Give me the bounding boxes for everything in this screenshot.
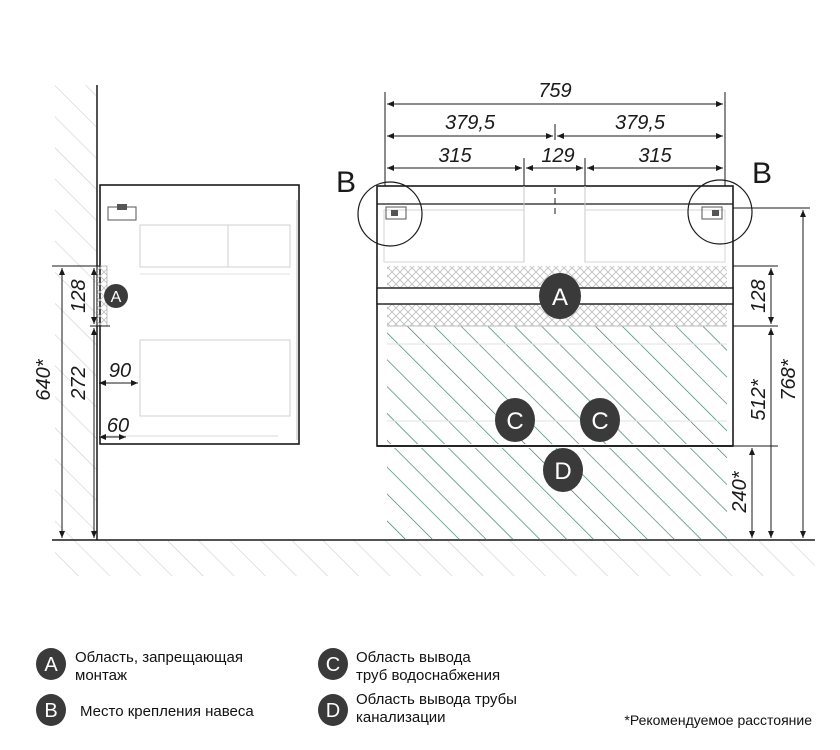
svg-text:D: D <box>326 700 340 722</box>
recommended-distance-note: *Рекомендуемое расстояние <box>624 712 812 728</box>
dim-side-128: 128 <box>68 279 90 312</box>
dim-272: 272 <box>68 366 90 400</box>
dim-768: 768* <box>778 358 800 400</box>
dim-90: 90 <box>109 360 131 382</box>
marker-b-left: B <box>336 166 356 199</box>
svg-text:A: A <box>552 284 568 311</box>
svg-text:C: C <box>591 408 608 435</box>
zone-marker-d: D <box>543 448 583 492</box>
legend-c-line1: Область вывода <box>356 649 471 666</box>
legend-item-b: B Место крепления навеса <box>36 694 254 726</box>
legend-item-c: C Область вывода труб водоснабжения <box>318 648 500 684</box>
svg-text:C: C <box>506 408 523 435</box>
top-dimensions: 759 379,5 379,5 315 129 315 <box>384 80 726 186</box>
side-dimensions: 640* 128 272 90 60 <box>33 265 138 538</box>
dim-379-left: 379,5 <box>445 112 496 134</box>
marker-b-right: B <box>752 157 772 190</box>
svg-text:B: B <box>44 700 57 722</box>
svg-text:D: D <box>554 458 571 485</box>
legend-item-d: D Область вывода трубы канализации <box>318 691 517 726</box>
svg-text:C: C <box>326 654 340 676</box>
legend-item-a: A Область, запрещающая монтаж <box>36 648 243 684</box>
side-marker-a: A <box>104 284 128 308</box>
svg-text:A: A <box>111 289 122 306</box>
right-dimensions: 128 512* 768* 240* <box>727 207 810 538</box>
dim-front-128: 128 <box>748 279 770 312</box>
dim-240: 240* <box>729 470 751 513</box>
zone-marker-a: A <box>539 273 581 319</box>
side-view-cabinet <box>96 184 300 445</box>
svg-text:A: A <box>44 654 58 676</box>
legend-d-line2: канализации <box>356 709 446 726</box>
dim-512: 512* <box>748 378 770 420</box>
legend-a-line1: Область, запрещающая <box>75 649 243 666</box>
dim-129: 129 <box>541 145 574 167</box>
legend-d-line1: Область вывода трубы <box>356 691 517 708</box>
dim-640: 640* <box>33 358 55 400</box>
dim-315-left: 315 <box>438 145 472 167</box>
dim-315-right: 315 <box>638 145 672 167</box>
legend: A Область, запрещающая монтаж B Место кр… <box>36 648 812 728</box>
legend-b-text: Место крепления навеса <box>80 703 254 720</box>
legend-a-line2: монтаж <box>75 667 127 684</box>
zone-marker-c-left: C <box>495 398 535 442</box>
dim-379-right: 379,5 <box>615 112 666 134</box>
legend-c-line2: труб водоснабжения <box>356 667 500 684</box>
floor <box>52 539 815 576</box>
dim-60: 60 <box>107 415 129 437</box>
dim-759: 759 <box>538 80 571 102</box>
zone-marker-c-right: C <box>580 398 620 442</box>
